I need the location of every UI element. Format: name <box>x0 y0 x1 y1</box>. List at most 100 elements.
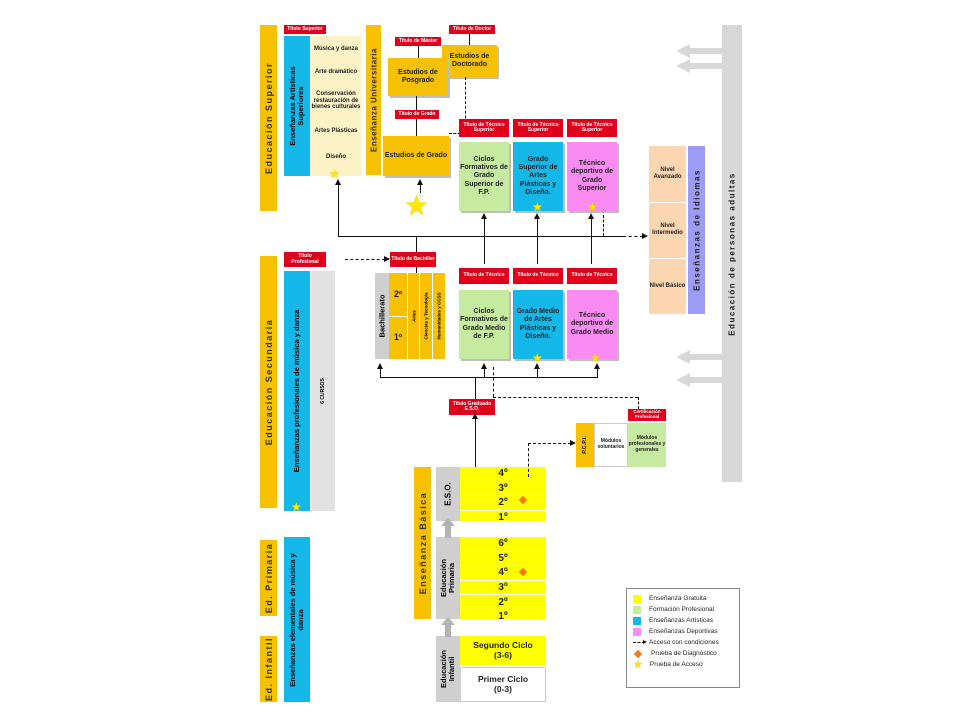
sidebar-ed-primaria: Ed. Primaria <box>260 540 277 616</box>
tecnico-deportivo-medio-box: Técnico deportivo de Grado Medio <box>567 290 617 359</box>
connector-line <box>338 181 339 236</box>
eso-label: E.S.O. <box>443 482 453 506</box>
item-conservacion: Conservación restauración de bienes cult… <box>311 90 361 111</box>
primer-ciclo-box: Primer Ciclo (0-3) <box>460 667 546 702</box>
sidebar-ensenanza-universitaria-label: Enseñanza Universitaria <box>369 48 378 152</box>
modalidad-ciencias-label: Ciencias y Tecnología <box>423 292 429 340</box>
titulo-superior-label: Título Superior <box>284 25 326 34</box>
idiomas-levels-column: Nivel Avanzado Nivel Intermedio Nivel Bá… <box>649 146 686 314</box>
eso-years: 4º 3º 2º 1º <box>460 467 546 523</box>
connector-line <box>380 367 381 377</box>
titulo-tecnico-label: Título de Técnico <box>567 268 617 284</box>
arrow-right-icon <box>570 440 576 446</box>
estudios-doctorado-box: Estudios de Doctorado <box>442 45 497 77</box>
sidebar-educacion-secundaria: Educación Secundaria <box>260 256 277 508</box>
eso-year-2: 2º <box>460 496 546 511</box>
prueba-acceso-star-icon: ★ <box>329 167 340 181</box>
estudios-posgrado-box: Estudios de Posgrado <box>388 58 448 96</box>
legend-item-acceso-condiciones: Acceso con condiciones <box>633 637 733 648</box>
item-arte-dramatico: Arte dramático <box>314 68 358 75</box>
estudios-grado-box: Estudios de Grado <box>383 136 449 176</box>
arrow-up-icon <box>534 363 540 369</box>
eso-sidebar: E.S.O. <box>436 467 460 521</box>
connector-line <box>416 236 417 252</box>
arrow-up-icon <box>534 213 540 219</box>
eso-year-1: 1º <box>498 511 508 523</box>
bach-year-2: 2º <box>389 273 407 317</box>
arrow-up-icon <box>594 363 600 369</box>
grado-superior-artes-box: Grado Superior de Artes Plásticas y Dise… <box>513 142 563 211</box>
connector-line <box>537 236 538 264</box>
legend-swatch <box>633 616 641 625</box>
modalidad-ciencias: Ciencias y Tecnología <box>419 273 432 359</box>
connector-line <box>597 367 598 377</box>
infantil-sidebar: Educación Infantil <box>436 636 460 702</box>
primaria-sidebar: Educación Primaria <box>436 537 460 619</box>
connector-line <box>380 377 598 378</box>
legend-label: Formación Profesional <box>649 606 715 613</box>
sidebar-adultos-label: Educación de personas adultas <box>727 171 737 336</box>
connector-line <box>469 34 470 45</box>
connector-line <box>484 367 485 377</box>
connector-line <box>591 236 592 264</box>
certificacion-profesional-label: Certificación Profesional <box>628 409 666 421</box>
bachillerato-sidebar: Bachillerato <box>375 273 389 359</box>
legend-item-artisticas: Enseñanzas Artísticas <box>633 615 733 626</box>
dotted-connector-line <box>603 215 604 236</box>
connector-line <box>484 236 485 264</box>
legend-item-fp: Formación Profesional <box>633 604 733 615</box>
modalidad-artes: Artes <box>407 273 419 359</box>
item-musica-danza: Música y danza <box>313 45 358 52</box>
sidebar-ed-primaria-label: Ed. Primaria <box>263 542 274 614</box>
titulo-tecnico-label: Título de Técnico <box>513 268 563 284</box>
bachillerato-years: 2º 1º <box>389 273 407 359</box>
connector-line <box>416 267 417 273</box>
primaria-year-3: 3º <box>460 581 546 596</box>
connector-line <box>338 236 623 237</box>
prueba-acceso-star-icon: ★ <box>532 351 543 365</box>
eso-year-4: 4º <box>460 467 546 482</box>
sidebar-ensenanza-basica: Enseñanza Básica <box>414 467 431 619</box>
artisticas-superiores-label: Enseñanzas Artísticas Superiores <box>287 66 305 146</box>
arrow-up-icon <box>417 179 423 185</box>
prueba-acceso-star-icon: ★ <box>587 200 598 214</box>
dotted-connector-line <box>345 259 385 260</box>
legend-item-gratuita: Enseñanza Gratuita <box>633 593 733 604</box>
legend-swatch <box>633 594 641 603</box>
legend-label: Prueba de Acceso <box>649 661 703 668</box>
dotted-connector-line <box>528 443 571 444</box>
titulo-bachiller-label: Título de Bachiller <box>390 252 436 267</box>
sidebar-educacion-superior-label: Educación Superior <box>263 61 274 175</box>
primaria-years: 6º 5º 4º 3º 2º 1º <box>460 537 546 622</box>
eso-year-3: 3º <box>460 482 546 496</box>
grado-medio-artes-box: Grado Medio de Artes Plásticas y Diseño. <box>513 290 563 359</box>
connector-line <box>591 215 592 236</box>
titulo-doctor-label: Título de Doctor <box>449 25 495 34</box>
artisticas-items-column: Música y danza Arte dramático Conservaci… <box>311 36 361 176</box>
titulo-tecnico-superior-label: Título de Técnico Superior <box>513 119 563 137</box>
ensenanzas-profesionales-label: Enseñanzas profesionales de música y dan… <box>291 309 301 473</box>
connector-line <box>484 215 485 236</box>
legend-label: Enseñanzas Artísticas <box>649 617 713 624</box>
legend-label: Enseñanza Gratuita <box>649 595 707 602</box>
ciclos-superior-fp-box: Ciclos Formativos de Grado Superior de F… <box>459 142 509 211</box>
primaria-label: Educación Primaria <box>438 559 456 597</box>
titulo-tecnico-superior-label: Título de Técnico Superior <box>459 119 509 137</box>
primaria-year-1: 1º <box>498 611 508 623</box>
legend-item-diagnostico: Prueba de Diagnóstico <box>633 648 733 659</box>
ensenanzas-elementales-column: Enseñanzas elementales de música y danza <box>284 537 310 702</box>
bachillerato-label: Bachillerato <box>377 294 387 338</box>
primaria-year-4: 4º <box>460 566 546 581</box>
legend-box: Enseñanza Gratuita Formación Profesional… <box>626 588 740 688</box>
artisticas-superiores-column: Enseñanzas Artísticas Superiores <box>284 36 310 176</box>
modulos-profesionales-box: Módulos profesionales y generales <box>628 423 666 467</box>
dotted-connector-line <box>493 397 638 398</box>
pcpi-label: P.C.P.I. <box>582 436 588 454</box>
arrow-right-icon <box>384 256 390 262</box>
seis-cursos-label: 6 CURSOS <box>320 378 326 404</box>
dotted-connector-line <box>528 443 529 477</box>
ciclos-medio-fp-box: Ciclos Formativos de Grado Medio de F.P. <box>459 290 509 359</box>
tecnico-deportivo-superior-box: Técnico deportivo de Grado Superior <box>567 142 617 211</box>
dotted-connector-line <box>493 367 494 397</box>
prueba-acceso-star-icon: ★ <box>590 351 601 365</box>
